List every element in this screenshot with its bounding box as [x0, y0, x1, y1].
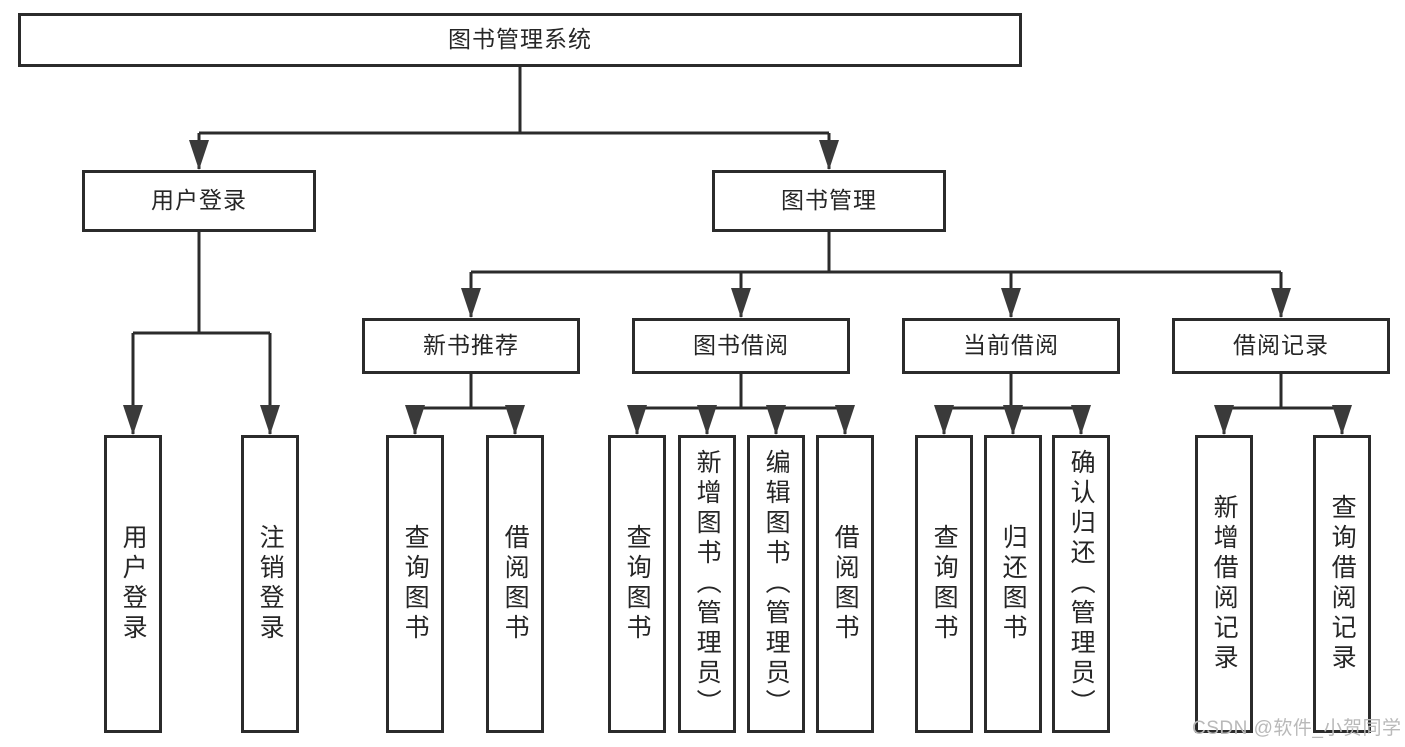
node-box-new-book-rec — [362, 318, 580, 374]
arrow-head-icon-leaf-query-book-cur — [934, 405, 954, 435]
arrow-head-icon-borrow-record — [1271, 288, 1291, 318]
node-box-borrow-record — [1172, 318, 1390, 374]
node-box-leaf-query-borrow-record — [1313, 435, 1371, 733]
csdn-watermark: CSDN @软件_小贺同学 — [1192, 718, 1402, 739]
node-box-leaf-borrow-book-rec — [486, 435, 544, 733]
arrow-head-icon-leaf-confirm-return-admin — [1071, 405, 1091, 435]
arrow-head-icon-leaf-user-login — [123, 405, 143, 435]
node-box-leaf-borrow-book — [816, 435, 874, 733]
node-box-book-borrow — [632, 318, 850, 374]
arrow-head-icon-leaf-query-book-borrow — [627, 405, 647, 435]
node-box-leaf-user-logout — [241, 435, 299, 733]
arrow-head-icon-user-login — [189, 140, 209, 170]
arrow-head-icon-book-manage — [819, 140, 839, 170]
arrow-head-icon-leaf-return-book — [1003, 405, 1023, 435]
node-box-leaf-add-book-admin — [678, 435, 736, 733]
node-box-book-manage — [712, 170, 946, 232]
arrow-head-icon-leaf-borrow-book — [835, 405, 855, 435]
arrow-head-icon-leaf-user-logout — [260, 405, 280, 435]
arrow-head-icon-current-borrow — [1001, 288, 1021, 318]
node-box-leaf-query-book-cur — [915, 435, 973, 733]
node-box-leaf-add-borrow-record — [1195, 435, 1253, 733]
node-box-leaf-query-book-rec — [386, 435, 444, 733]
arrow-head-icon-leaf-edit-book-admin — [766, 405, 786, 435]
arrow-head-icon-leaf-borrow-book-rec — [505, 405, 525, 435]
node-box-leaf-user-login — [104, 435, 162, 733]
box-layer — [18, 13, 1390, 733]
arrow-head-icon-leaf-add-borrow-record — [1214, 405, 1234, 435]
node-box-root — [18, 13, 1022, 67]
node-box-leaf-confirm-return-admin — [1052, 435, 1110, 733]
node-box-leaf-query-book-borrow — [608, 435, 666, 733]
connector-layer — [123, 67, 1352, 435]
node-box-leaf-return-book — [984, 435, 1042, 733]
arrow-head-icon-new-book-rec — [461, 288, 481, 318]
arrow-head-icon-leaf-query-borrow-record — [1332, 405, 1352, 435]
node-box-leaf-edit-book-admin — [747, 435, 805, 733]
node-box-user-login — [82, 170, 316, 232]
arrow-head-icon-book-borrow — [731, 288, 751, 318]
arrow-head-icon-leaf-query-book-rec — [405, 405, 425, 435]
node-box-current-borrow — [902, 318, 1120, 374]
arrow-head-icon-leaf-add-book-admin — [697, 405, 717, 435]
